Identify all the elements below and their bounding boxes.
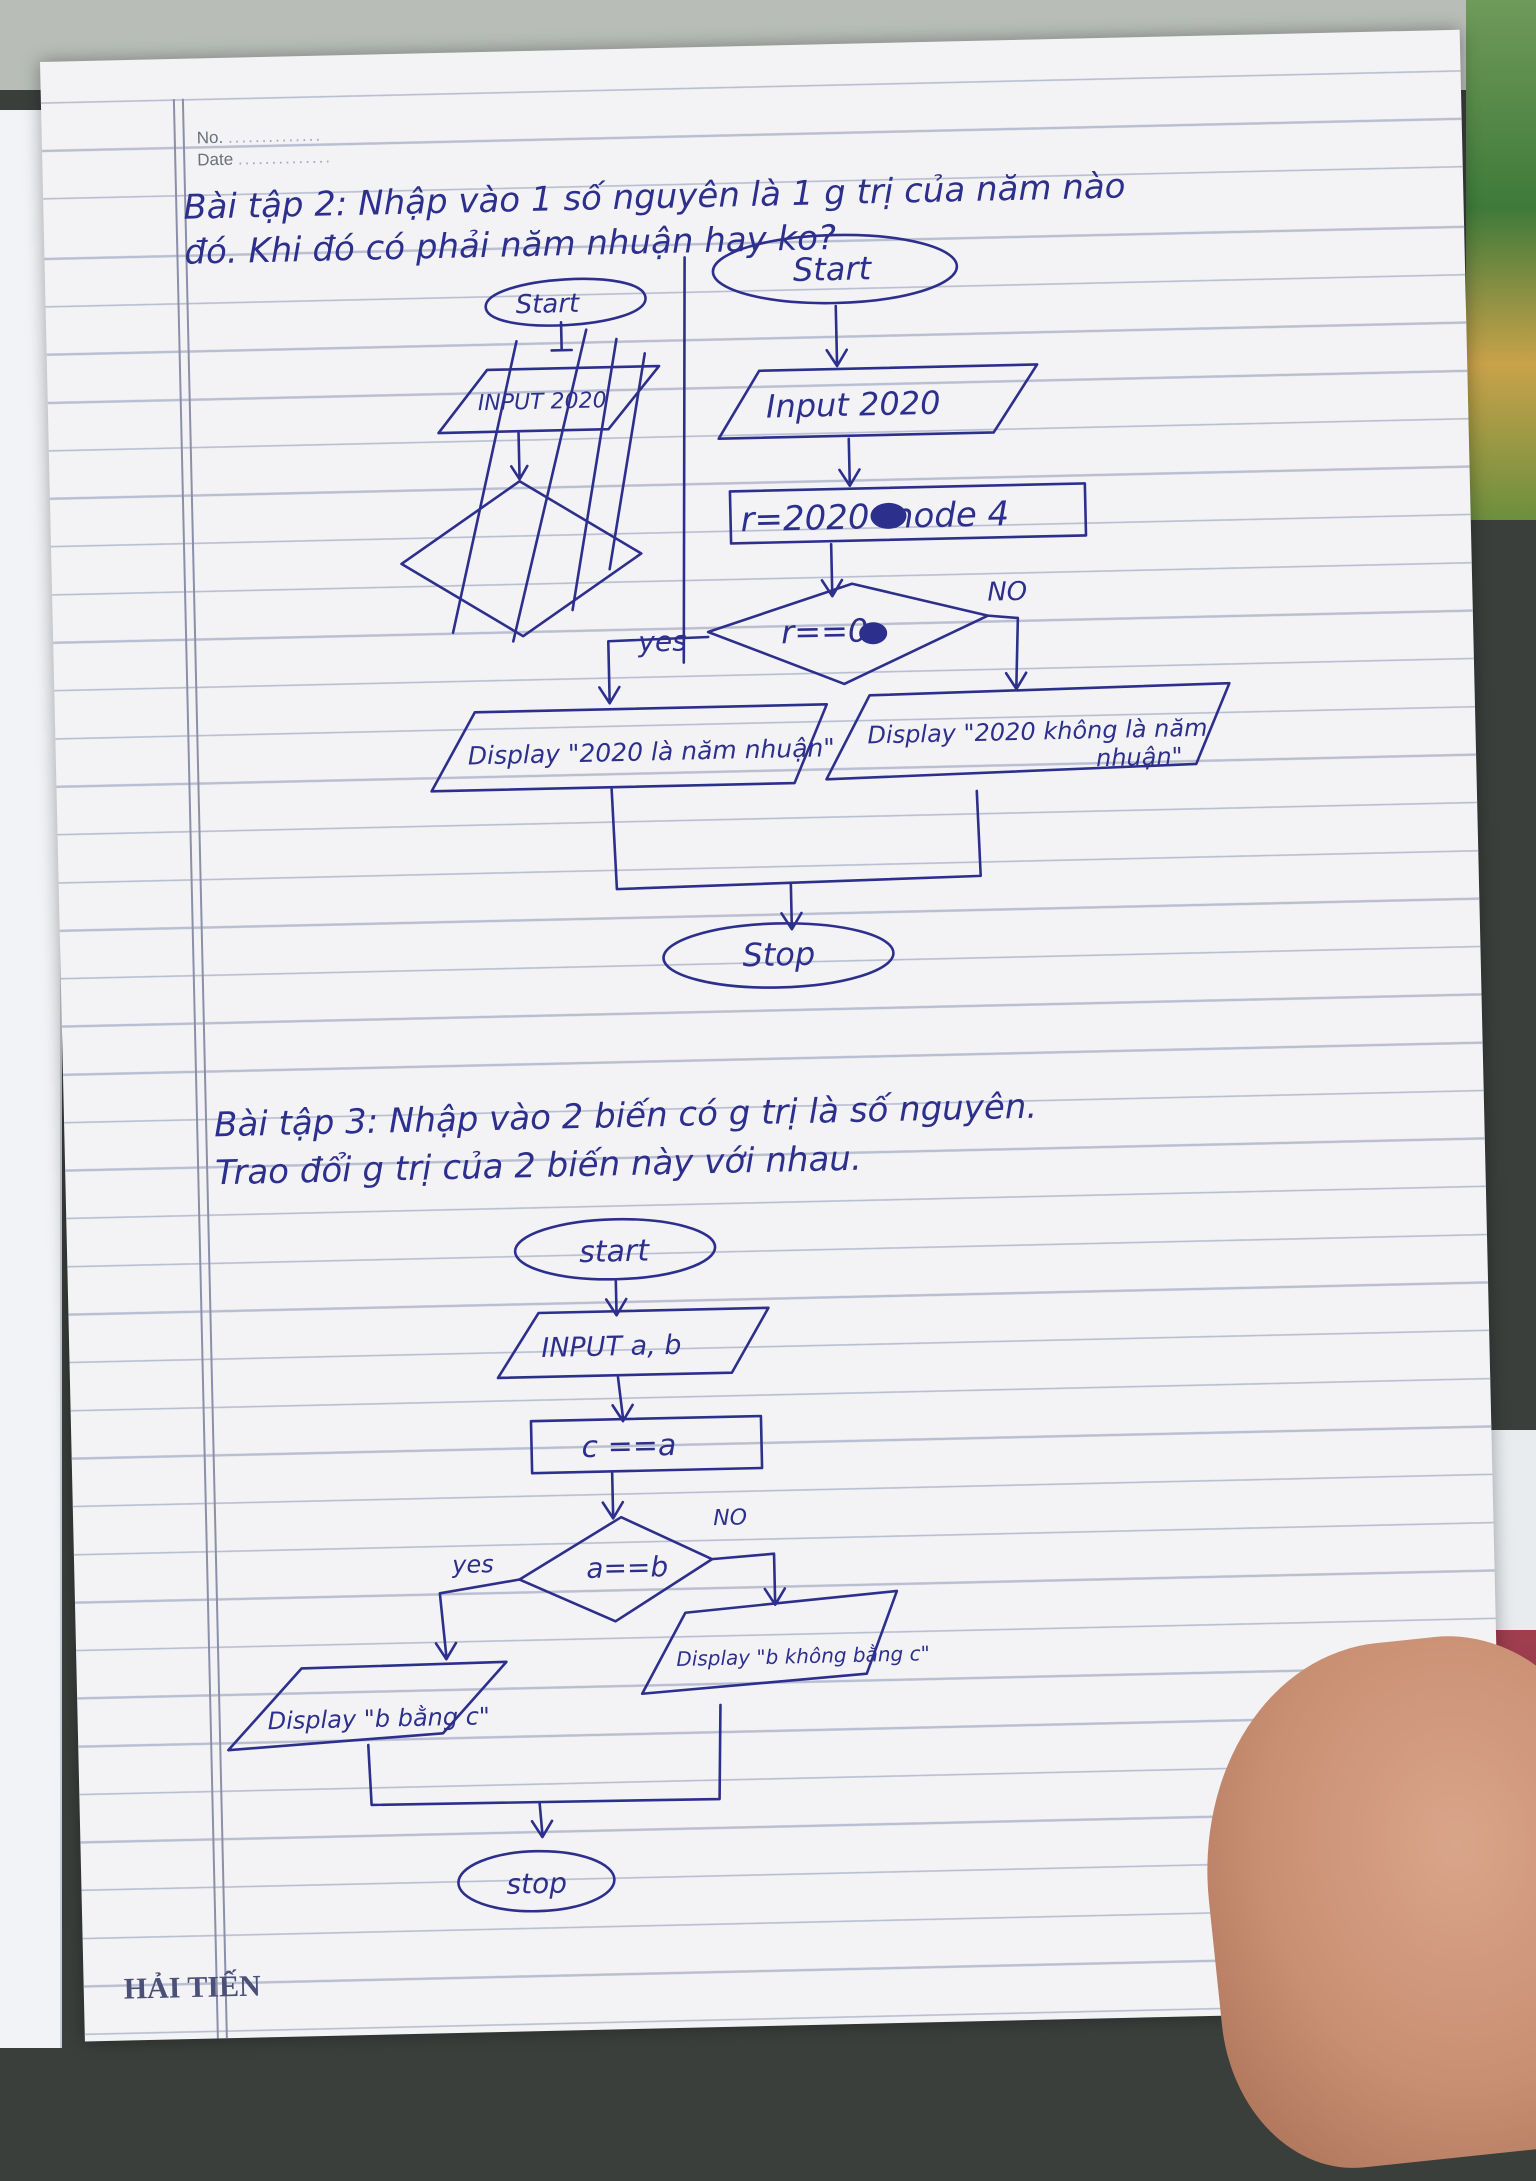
notebook-page: No. .............. Date .............. H… <box>40 29 1505 2042</box>
draft-input-parallelogram <box>437 364 661 435</box>
ex2-start-text: Start <box>792 249 872 289</box>
ex2-yes-arrow <box>598 635 710 705</box>
ex2-question-line2: đó. Khi đó có phải năm nhuận hay ko? <box>184 218 837 273</box>
ex2-display-no-text-2: nhuận" <box>1096 742 1183 772</box>
ex2-merge-line <box>610 787 983 891</box>
ex3-arrow-stop <box>530 1801 554 1839</box>
draft-arrow-2 <box>509 431 529 481</box>
ex2-arrow-1 <box>825 304 849 368</box>
ex2-arrow-2 <box>838 437 861 488</box>
ex3-stop-oval <box>457 1849 616 1913</box>
ex3-question-line2: Trao đổi g trị của 2 biến này với nhau. <box>215 1139 862 1194</box>
ex3-merge-line <box>366 1703 722 1807</box>
draft-strike-lines <box>451 328 647 643</box>
ex3-question-line1: Bài tập 3: Nhập vào 2 biến có g trị là s… <box>214 1087 1038 1146</box>
ex3-input-text: INPUT a, b <box>541 1330 682 1364</box>
handwriting-canvas: Bài tập 2: Nhập vào 1 số nguyên là 1 g t… <box>183 166 1231 1913</box>
ex3-yes-arrow <box>434 1578 521 1661</box>
ex3-display-no-text: Display "b không bằng c" <box>676 1641 930 1671</box>
draft-arrow-1 <box>550 320 573 352</box>
draft-start-text: Start <box>515 289 580 320</box>
ex2-scribble-mark <box>870 502 907 529</box>
draft-flowchart: Start INPUT 2020 <box>400 277 661 643</box>
ex3-stop-text: stop <box>506 1867 567 1901</box>
ex3-display-yes-text: Display "b bằng c" <box>267 1702 490 1735</box>
ex3-start-oval <box>513 1217 717 1281</box>
ex3-no-label: NO <box>713 1505 747 1531</box>
ex3-input-parallelogram <box>496 1306 770 1380</box>
ex3-condition-text: a==b <box>586 1550 669 1585</box>
ex3-display-no-parallelogram <box>640 1589 899 1696</box>
background-plant <box>1466 0 1536 520</box>
ex2-arrow-3 <box>820 542 844 598</box>
ex2-display-no-parallelogram <box>825 681 1231 781</box>
ex2-flowchart: Start Input 2020 r=2020 mode 4 r==0 yes … <box>430 233 1231 989</box>
ex2-no-label: NO <box>987 577 1028 608</box>
ex3-flowchart: start INPUT a, b c ==a a==b yes NO Displ… <box>227 1217 930 1913</box>
ex2-display-yes-parallelogram <box>430 703 829 793</box>
ex2-yes-label: yes <box>637 624 687 658</box>
ex2-question-line1: Bài tập 2: Nhập vào 1 số nguyên là 1 g t… <box>183 166 1126 227</box>
draft-diamond <box>400 479 643 638</box>
draft-input-text: INPUT 2020 <box>478 388 607 416</box>
ex2-arrow-stop <box>780 881 803 931</box>
ex2-condition-scribble <box>859 622 888 645</box>
ex3-process-text: c ==a <box>581 1428 676 1465</box>
ex3-arrow-2 <box>611 1375 634 1423</box>
ex2-no-arrow <box>986 614 1028 691</box>
ex3-display-yes-parallelogram <box>227 1660 508 1752</box>
ex2-condition-text: r==0 <box>781 611 869 651</box>
ex2-start-oval <box>711 233 959 305</box>
ex2-stop-text: Stop <box>742 935 816 975</box>
ex2-stop-oval <box>662 922 895 989</box>
ex2-input-text: Input 2020 <box>766 384 941 426</box>
ex2-process-box <box>728 482 1088 545</box>
ex2-input-parallelogram <box>717 363 1039 440</box>
ex3-process-box <box>529 1414 764 1475</box>
ex3-arrow-3 <box>601 1472 625 1520</box>
ex2-display-yes-text: Display "2020 là năm nhuận" <box>468 733 836 770</box>
ex3-yes-label: yes <box>451 1550 494 1579</box>
ex3-start-text: start <box>579 1233 651 1270</box>
ex3-arrow-1 <box>604 1279 628 1317</box>
separator-stroke <box>682 256 686 664</box>
ex3-no-arrow <box>710 1552 787 1607</box>
draft-start-oval <box>484 277 647 327</box>
